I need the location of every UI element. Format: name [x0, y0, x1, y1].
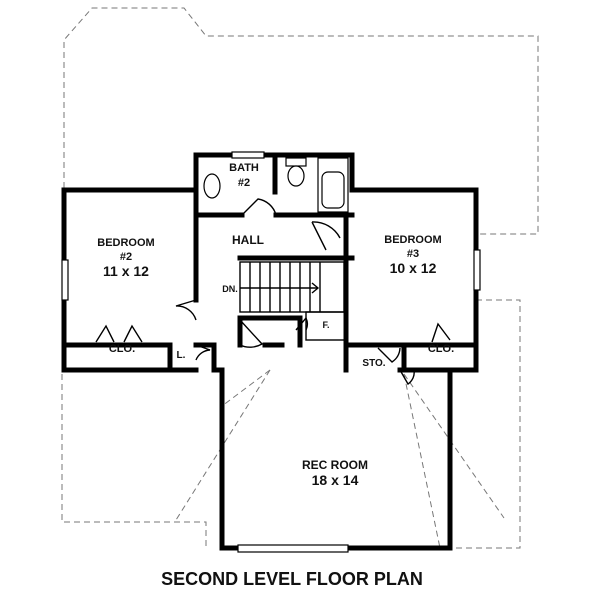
bedroom3-number: #3 [407, 248, 419, 260]
plan-caption: SECOND LEVEL FLOOR PLAN [161, 569, 423, 589]
doors [95, 198, 451, 386]
bedroom2-number: #2 [120, 251, 132, 263]
rec-room-label: REC ROOM [302, 458, 368, 472]
rec-room-size: 18 x 14 [312, 472, 359, 488]
roof-outline-upper [63, 7, 539, 235]
stairs [239, 261, 345, 313]
bedroom3-size: 10 x 12 [390, 260, 437, 276]
linen-label: L. [177, 350, 186, 361]
storage-label: STO. [362, 358, 385, 369]
bedroom2-size: 11 x 12 [103, 263, 149, 279]
stair-label: DN. [222, 284, 238, 294]
closet-right-label: CLO. [428, 343, 454, 355]
bedroom3-label: BEDROOM [384, 234, 441, 246]
bath-number: #2 [238, 177, 250, 189]
bath-fixtures [203, 157, 349, 213]
closet-left-label: CLO. [109, 343, 135, 355]
bath-label: BATH [229, 162, 259, 174]
windows [61, 151, 481, 553]
bedroom2-label: BEDROOM [97, 237, 154, 249]
furnace-label: F. [322, 320, 329, 330]
hall-label: HALL [232, 233, 264, 247]
